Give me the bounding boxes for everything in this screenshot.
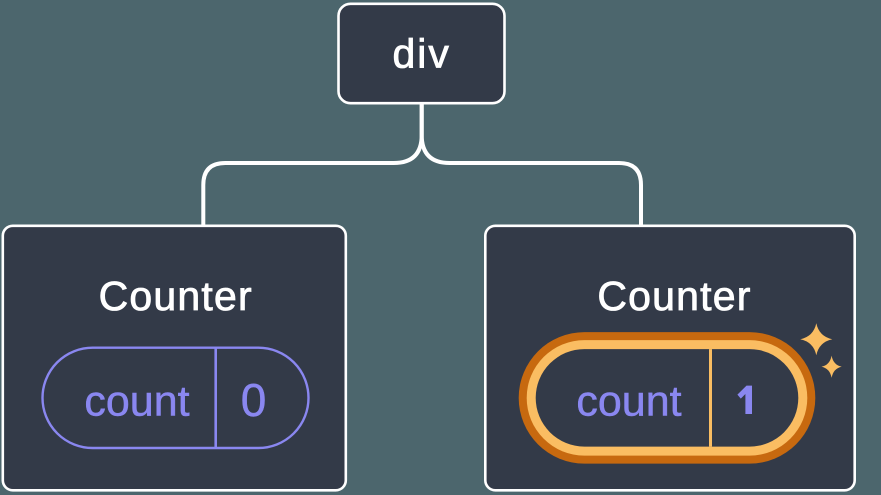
svg-text:0: 0 (241, 374, 267, 426)
svg-text:count: count (84, 378, 189, 426)
svg-text:count: count (576, 378, 681, 426)
svg-text:Counter: Counter (99, 273, 253, 319)
svg-text:div: div (392, 31, 450, 77)
svg-text:Counter: Counter (597, 273, 751, 319)
